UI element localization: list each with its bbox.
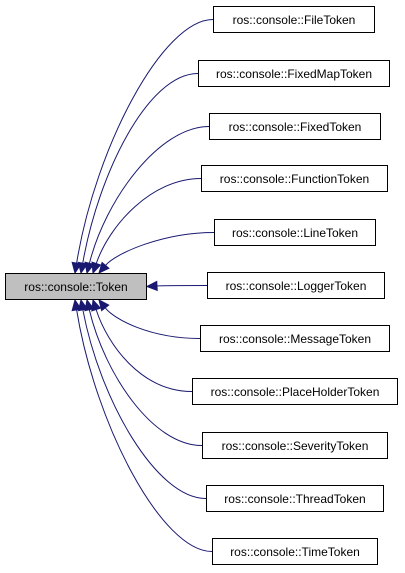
- inheritance-edge: [88, 126, 210, 264]
- arrowhead: [71, 298, 82, 312]
- inheritance-edge: [82, 73, 199, 264]
- inheritance-edge: [95, 178, 202, 264]
- inheritance-edge: [95, 309, 193, 392]
- arrowhead: [84, 261, 95, 275]
- arrowhead: [98, 299, 110, 312]
- node-fixed-map-token[interactable]: ros::console::FixedMapToken: [198, 60, 390, 87]
- node-file-token[interactable]: ros::console::FileToken: [213, 6, 375, 33]
- arrowhead: [77, 261, 89, 275]
- arrowhead: [98, 261, 110, 274]
- node-line-token[interactable]: ros::console::LineToken: [214, 219, 376, 246]
- inheritance-edge: [76, 19, 214, 264]
- node-thread-token[interactable]: ros::console::ThreadToken: [206, 485, 384, 512]
- node-time-token[interactable]: ros::console::TimeToken: [212, 538, 378, 565]
- arrowhead: [145, 280, 158, 292]
- node-severity-token[interactable]: ros::console::SeverityToken: [202, 432, 388, 459]
- node-token[interactable]: ros::console::Token: [5, 273, 147, 300]
- inheritance-edge: [88, 309, 203, 446]
- inheritance-edge: [82, 309, 207, 499]
- node-fixed-token[interactable]: ros::console::FixedToken: [209, 113, 381, 140]
- inheritance-edge: [104, 307, 201, 339]
- inheritance-edge: [105, 232, 215, 266]
- arrowhead: [91, 261, 102, 275]
- node-function-token[interactable]: ros::console::FunctionToken: [201, 165, 388, 192]
- arrowhead: [91, 298, 102, 312]
- node-message-token[interactable]: ros::console::MessageToken: [200, 325, 390, 352]
- inheritance-edge: [76, 309, 213, 552]
- node-place-holder-token[interactable]: ros::console::PlaceHolderToken: [192, 378, 398, 405]
- node-logger-token[interactable]: ros::console::LoggerToken: [207, 272, 385, 299]
